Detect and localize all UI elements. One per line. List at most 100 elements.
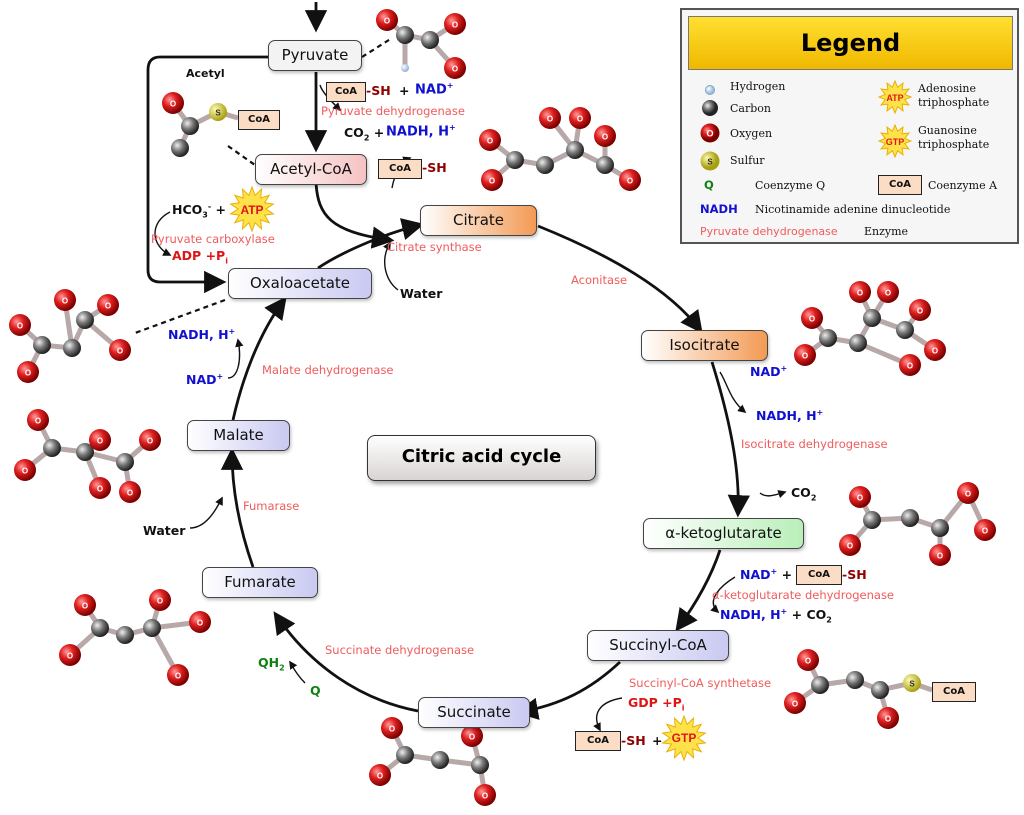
legend-coa-text: Coenzyme A [928,179,998,192]
hco3-sup: - [207,202,212,211]
sulfur-atom [903,674,921,692]
legend-q-symbol: Q [704,178,714,192]
nadh-isocitrate: NADH, H+ [756,408,823,423]
oxygen-atom [74,594,96,616]
diagram-title: Citric acid cycle [367,435,596,481]
q-label: Q [310,683,321,698]
plus-label-gtp: + [652,733,663,748]
oxygen-atom [619,169,641,191]
atom-letter: O [627,177,633,186]
coa-box-citrate: CoA [378,159,422,179]
oxygen-atom [59,644,81,666]
atom-letter: O [175,672,181,681]
atom-letter: O [809,315,815,324]
oxygen-atom [97,294,119,316]
oxygen-atom [474,784,496,806]
oxygen-atom [974,519,996,541]
atom-letter: O [105,302,111,311]
atom-letter: O [452,21,458,30]
atom-letter: O [35,417,41,426]
nad-pyruvate-sup: + [446,81,454,90]
qh2-text: QH [258,655,280,670]
carbon-atom [396,26,414,44]
oxygen-atom [461,725,483,747]
co2-akg-sub: 2 [826,615,832,625]
oxygen-atom [149,589,171,611]
atom-letter: O [97,485,103,494]
co2-pyruvate-sub: 2 [363,133,370,143]
oxygen-atom [569,107,591,129]
nadh-pyruvate: NADH, H+ [386,123,456,139]
co2-plus: + [373,125,385,140]
oxygen-atom [89,477,111,499]
legend-q-text: Coenzyme Q [755,179,826,192]
co2-isocitrate: CO2 [791,485,816,503]
nadh-akg: NADH, H+ + CO2 [720,607,832,625]
node-succinyl-coa: Succinyl-CoA [587,630,729,661]
atom-letter: O [97,437,103,446]
atom-letter: S [909,680,915,689]
carbon-atom [91,619,109,637]
nad-pyruvate-text: NAD [415,82,447,98]
atom-letter: O [22,467,28,476]
enzyme-malate-dehydrogenase: Malate dehydrogenase [262,363,394,377]
enzyme-succinyl-coa-synthetase: Succinyl-CoA synthetase [629,676,772,690]
atom-letter: O [489,177,495,186]
oxygen-atom [797,649,819,671]
gdp-pi-label: GDP +Pi [628,695,685,713]
enzyme-succinate-dehydrogenase: Succinate dehydrogenase [325,643,475,657]
co2-pyruvate-text: CO [344,125,364,140]
node-oxaloacetate: Oxaloacetate [228,268,372,299]
oxygen-atom [924,339,946,361]
oxygen-atom [877,281,899,303]
carbon-atom [811,676,829,694]
oxygen-atom [109,339,131,361]
oxygen-atom [849,486,871,508]
atom-letter: O [982,527,988,536]
carbon-atom [863,309,881,327]
coa-box-pyruvate: CoA [326,82,366,102]
legend-enzyme-example: Pyruvate dehydrogenase [700,225,838,238]
legend-adenosine-1: Adenosine [918,82,976,95]
oxygen-icon: O [700,123,720,143]
enzyme-a-ketoglutarate-dehydrogenase: α-ketoglutarate dehydrogenase [712,588,895,602]
oxygen-atom [14,459,36,481]
legend-carbon: Carbon [730,102,771,115]
oxygen-atom [167,664,189,686]
cycle-arrows [146,2,751,720]
atom-letter: O [885,715,891,724]
legend-guanosine-1: Guanosine [918,124,977,137]
hco3-text: HCO [172,202,203,218]
hydrogen-icon [705,85,715,95]
atom-letter: O [917,307,923,316]
nadh-pyruvate-text: NADH, H [386,124,449,140]
oxygen-atom [479,129,501,151]
legend-atp-symbol: ATP [886,93,903,103]
atom-letter: O [157,597,163,606]
oxygen-atom [54,289,76,311]
atom-letter: O [377,772,383,781]
oxygen-atom [481,169,503,191]
enzyme-fumarase: Fumarase [243,499,300,513]
legend-oxygen-letter: O [706,129,713,139]
atom-letter: O [965,490,971,499]
legend-sulfur-letter: S [707,158,713,167]
sh-label-citrate: -SH [422,160,447,175]
carbon-atom [896,321,914,339]
plus-label-1: + [399,83,410,98]
co2-pyruvate: CO2 + [344,125,384,143]
qh2-label: QH2 [258,655,285,673]
legend-title: Legend [688,16,1013,70]
oxygen-atom [539,107,561,129]
oxygen-atom [839,534,861,556]
nadh-akg-plus: + [791,607,803,623]
carbon-atom [33,336,51,354]
carbon-atom [43,439,61,457]
atom-letter: O [857,289,863,298]
legend-enzyme-text: Enzyme [864,225,909,238]
atp-icon: ATP [878,80,912,114]
node-malate: Malate [187,420,290,451]
carbon-atom [863,511,881,529]
hco3-plus: + [215,202,227,218]
atom-letter: O [452,65,458,74]
